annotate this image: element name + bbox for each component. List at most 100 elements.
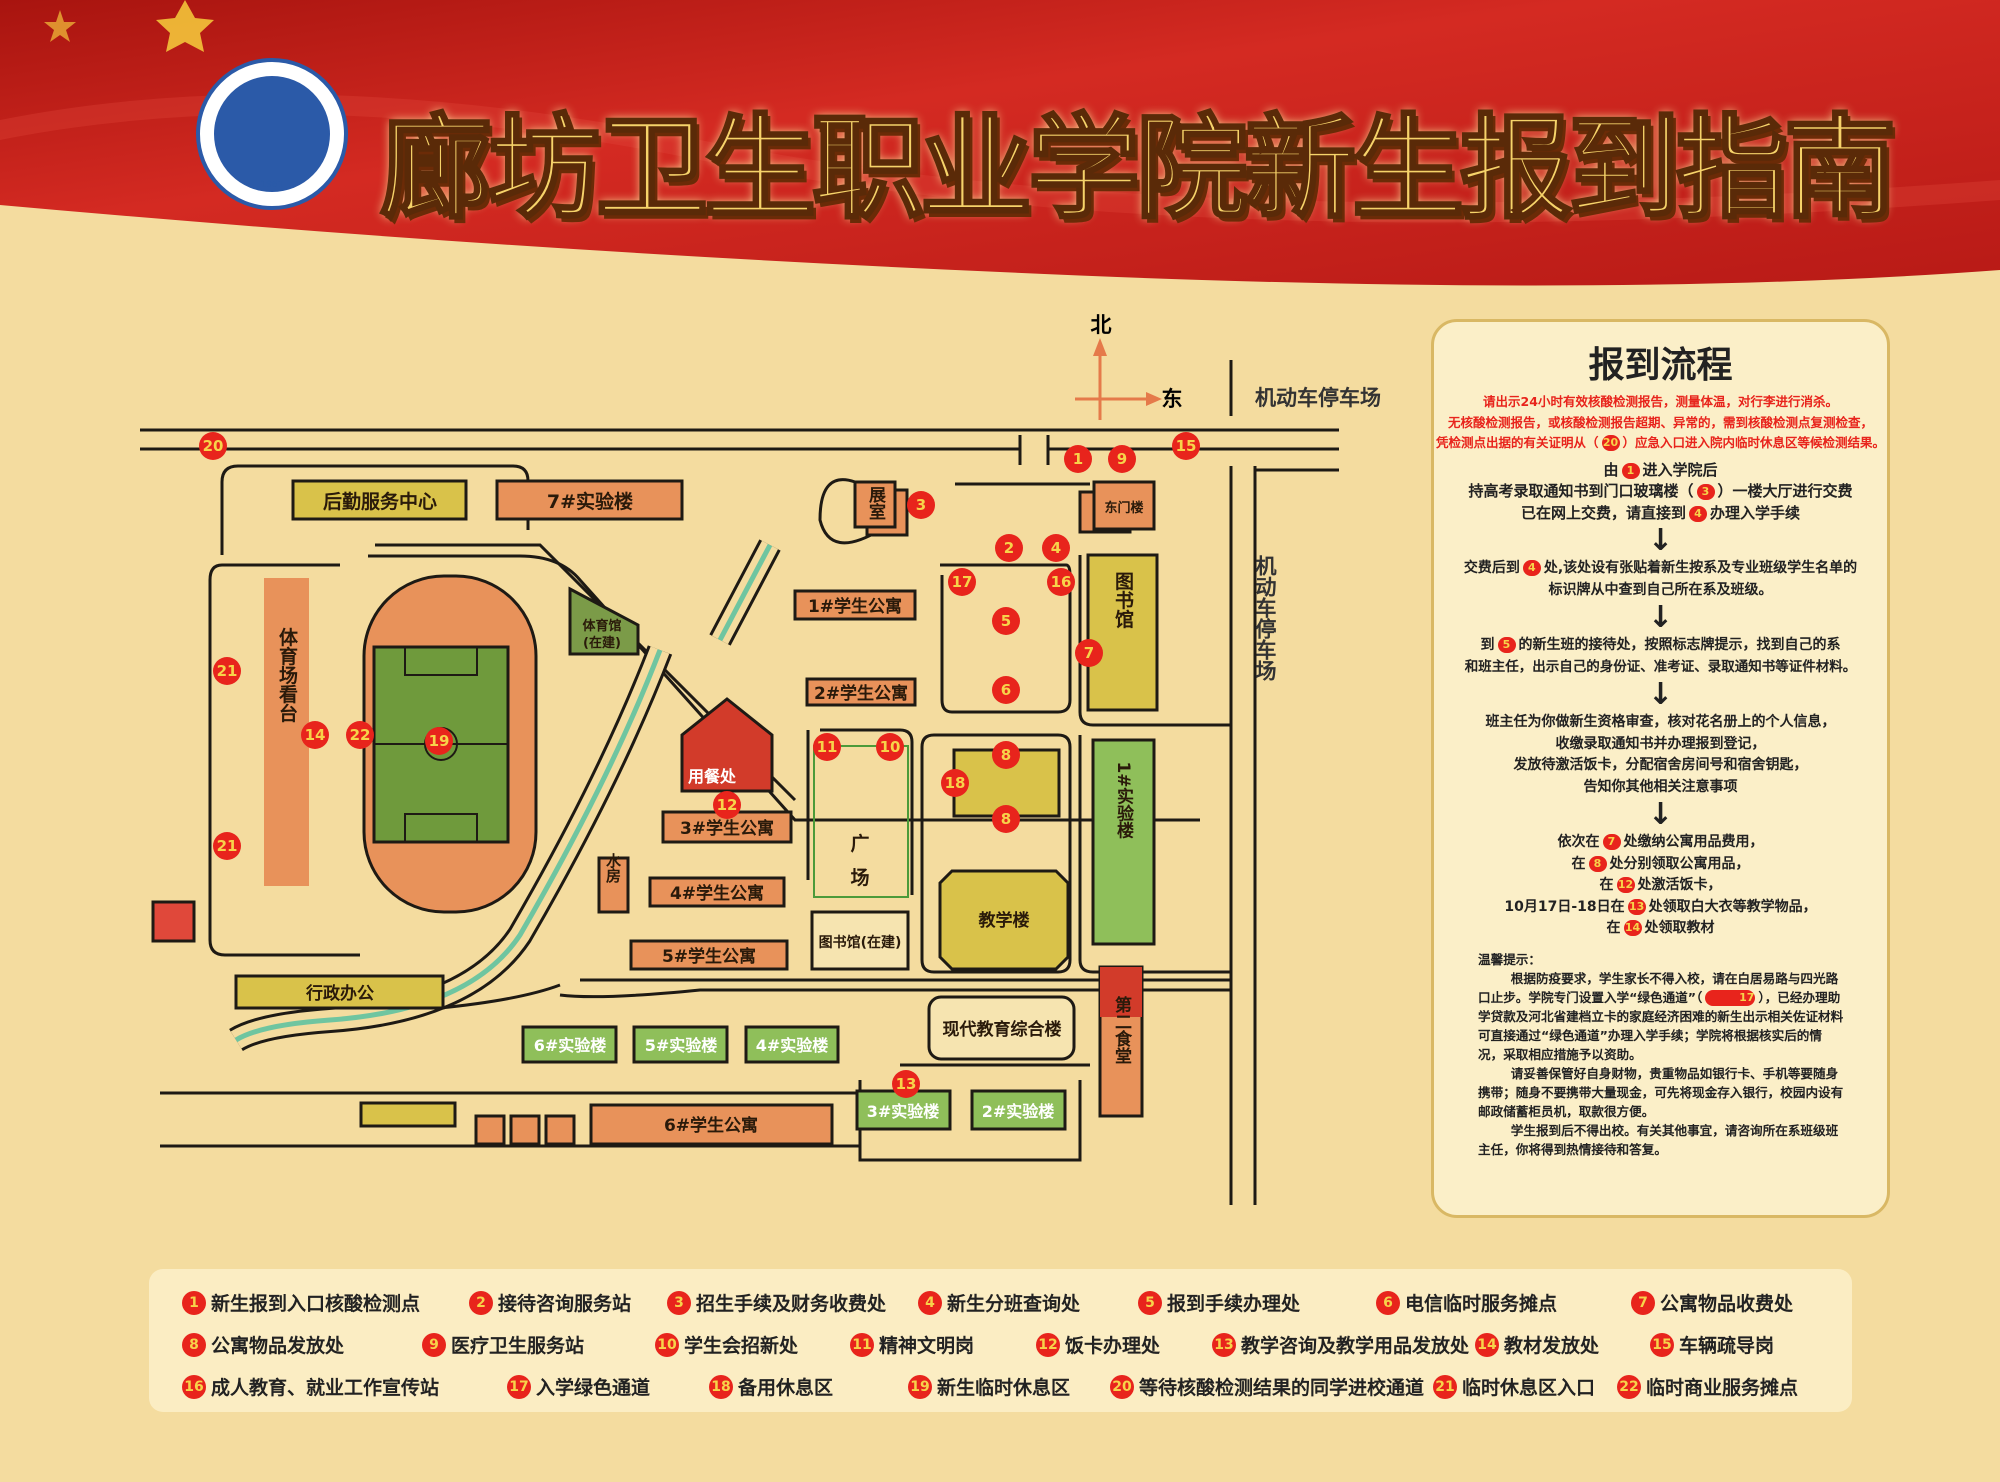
svg-text:19: 19	[429, 732, 450, 750]
marker[interactable]: 3	[907, 491, 935, 519]
marker[interactable]: 9	[1108, 445, 1136, 473]
label-teaching: 教学楼	[978, 910, 1030, 931]
marker[interactable]: 8	[992, 805, 1020, 833]
svg-text:21: 21	[217, 837, 238, 855]
tip-paragraph: 学生报到后不得出校。有关其他事宜，请咨询所在系班级班主任，你将得到热情接待和答复…	[1478, 1122, 1839, 1157]
svg-text:8: 8	[1001, 746, 1011, 764]
label-plaza-2: 场	[850, 867, 869, 889]
marker[interactable]: 18	[941, 769, 969, 797]
marker[interactable]: 1	[1064, 445, 1092, 473]
process-title: 报到流程	[1588, 345, 1733, 386]
label-water: 水房	[604, 852, 622, 884]
marker[interactable]: 20	[199, 432, 227, 460]
marker[interactable]: 6	[992, 676, 1020, 704]
tips-section: 温馨提示： 根据防疫要求，学生家长不得入校，请在白居易路与四光路口止步。学院专门…	[1478, 950, 1847, 1159]
label-lab2: 2#实验楼	[982, 1102, 1055, 1121]
label-apt6: 6#学生公寓	[664, 1115, 758, 1136]
marker[interactable]: 4	[1042, 534, 1070, 562]
parking-side-label: 机动车停车场	[1253, 554, 1277, 682]
marker[interactable]: 19	[425, 727, 453, 755]
label-lab1: 1#实验楼	[1113, 761, 1134, 839]
svg-text:14: 14	[305, 726, 326, 744]
svg-text:13: 13	[896, 1075, 917, 1093]
arrow-east-icon	[1146, 392, 1162, 406]
marker[interactable]: 12	[713, 791, 741, 819]
step3-line: 和班主任，出示自己的身份证、准考证、录取通知书等证件材料。	[1464, 658, 1857, 675]
svg-text:20: 20	[203, 437, 224, 455]
svg-text:18: 18	[945, 774, 966, 792]
notice-line: 请出示24小时有效核酸检测报告，测量体温，对行李进行消杀。	[1483, 394, 1838, 409]
step4-line: 告知你其他相关注意事项	[1583, 778, 1738, 795]
star-icon	[44, 10, 76, 42]
marker[interactable]: 13	[892, 1070, 920, 1098]
marker[interactable]: 21	[213, 657, 241, 685]
marker[interactable]: 10	[876, 733, 904, 761]
label-logistics: 后勤服务中心	[323, 490, 437, 513]
svg-text:11: 11	[817, 738, 838, 756]
step4-line: 发放待激活饭卡，分配宿舍房间号和宿舍钥匙，	[1513, 757, 1808, 773]
label-apt4: 4#学生公寓	[670, 883, 764, 904]
step1-line: 持高考录取通知书到门口玻璃楼（3）一楼大厅进行交费	[1468, 482, 1853, 500]
marker[interactable]: 17	[948, 568, 976, 596]
arrow-north-icon	[1093, 338, 1107, 356]
svg-text:5: 5	[1001, 612, 1011, 630]
marker[interactable]: 7	[1075, 639, 1103, 667]
notice-line: 凭检测点出据的有关证明从（20）应急入口进入院内临时休息区等候检测结果。	[1435, 435, 1886, 451]
marker[interactable]: 8	[992, 741, 1020, 769]
marker[interactable]: 15	[1172, 432, 1200, 460]
marker[interactable]: 16	[1047, 568, 1075, 596]
marker[interactable]: 21	[213, 832, 241, 860]
step2-line: 标识牌从中查到自己所在系及班级。	[1548, 581, 1773, 598]
marker[interactable]: 5	[992, 607, 1020, 635]
logo-emblem	[214, 76, 330, 192]
parking-top-label: 机动车停车场	[1255, 386, 1381, 410]
label-plaza-1: 广	[850, 832, 869, 855]
hatched-area	[151, 900, 196, 943]
step4-line: 收缴录取通知书并办理报到登记，	[1555, 735, 1766, 752]
label-stand: 体育场看台	[276, 626, 299, 722]
svg-text:12: 12	[717, 796, 738, 814]
logo-year: 1961	[260, 180, 284, 190]
arrow-down-icon: ↓	[1647, 677, 1674, 712]
page-title: 廊坊卫生职业学院新生报到指南	[379, 103, 1898, 236]
label-admin: 行政办公	[305, 983, 374, 1004]
marker[interactable]: 22	[346, 721, 374, 749]
label-lab3: 3#实验楼	[867, 1102, 940, 1121]
banner-flag	[0, 0, 2000, 286]
label-lab7: 7#实验楼	[547, 490, 633, 513]
label-library: 图书馆	[1112, 571, 1134, 629]
svg-text:16: 16	[1051, 573, 1072, 591]
svg-text:2: 2	[1004, 539, 1014, 557]
notice-line: 无核酸检测报告，或核酸检测报告超期、异常的，需到核酸检测点复测检查，	[1447, 414, 1873, 430]
svg-text:3: 3	[916, 496, 926, 514]
marker[interactable]: 11	[813, 733, 841, 761]
tips-title: 温馨提示：	[1478, 951, 1541, 967]
marker[interactable]: 14	[301, 721, 329, 749]
label-apt1: 1#学生公寓	[808, 596, 902, 617]
label-canteen2: 第二食堂	[1111, 995, 1132, 1064]
tip-paragraph: 根据防疫要求，学生家长不得入校，请在白居易路与四光路口止步。学院专门设置入学“绿…	[1478, 970, 1844, 1062]
marker[interactable]: 2	[995, 534, 1023, 562]
svg-text:10: 10	[880, 738, 901, 756]
label-gym-status: (在建)	[583, 635, 621, 651]
